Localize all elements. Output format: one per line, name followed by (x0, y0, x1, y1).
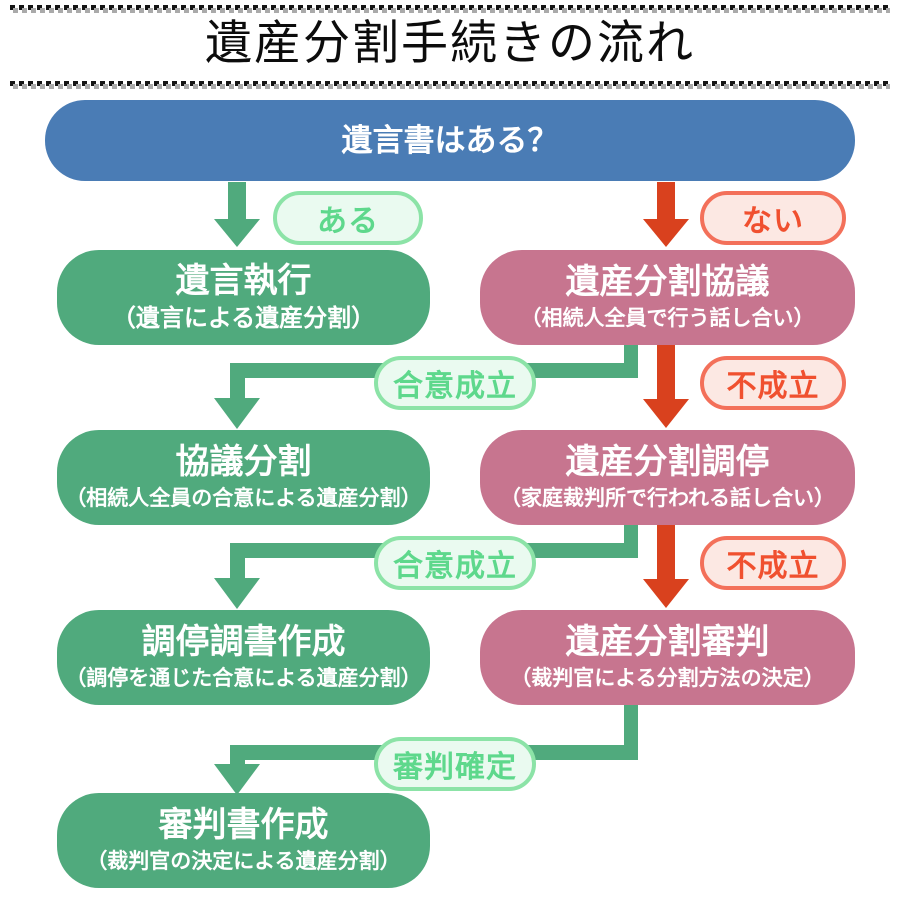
elbow-stub-line (624, 705, 638, 753)
node-discussion-division: 協議分割 （相続人全員の合意による遺産分割） (57, 430, 430, 525)
node-subtitle: （調停を通じた合意による遺産分割） (65, 667, 422, 691)
node-judgment-document: 審判書作成 （裁判官の決定による遺産分割） (57, 793, 430, 888)
node-subtitle: （相続人全員の合意による遺産分割） (65, 487, 422, 511)
arrowhead-green-icon (214, 764, 260, 795)
node-division-discussion: 遺産分割協議 （相続人全員で行う話し合い） (480, 250, 855, 345)
node-will-execution: 遺言執行 （遺言による遺産分割） (57, 250, 430, 345)
node-mediation-record: 調停調書作成 （調停を通じた合意による遺産分割） (57, 610, 430, 705)
pill-has-will-label: ある (317, 205, 379, 238)
elbow-vertical-line (230, 363, 245, 401)
node-title: 遺産分割調停 (565, 443, 770, 482)
node-division-mediation: 遺産分割調停 （家庭裁判所で行われる話し合い） (480, 430, 855, 525)
pill-judgment-final: 審判確定 (374, 737, 536, 791)
node-title: 協議分割 (175, 443, 312, 482)
node-division-judgment: 遺産分割審判 （裁判官による分割方法の決定） (480, 610, 855, 705)
pill-no-will: ない (700, 191, 846, 245)
pill-agreement-2-label: 合意成立 (393, 550, 517, 583)
node-question: 遺言書はある？ (45, 100, 855, 181)
node-title: 遺言執行 (175, 261, 312, 300)
node-subtitle: （遺言による遺産分割） (111, 305, 376, 333)
node-title: 審判書作成 (158, 806, 329, 845)
pill-agreement-2: 合意成立 (374, 536, 536, 590)
pill-no-agreement-1-label: 不成立 (726, 370, 820, 403)
pill-no-agreement-1: 不成立 (700, 356, 846, 410)
dotted-border-top (10, 5, 890, 13)
down-arrow-green-icon (214, 182, 260, 247)
pill-agreement-1-label: 合意成立 (393, 370, 517, 403)
pill-no-will-label: ない (742, 205, 804, 238)
node-title: 調停調書作成 (141, 623, 346, 662)
pill-no-agreement-2-label: 不成立 (726, 550, 820, 583)
node-subtitle: （裁判官の決定による遺産分割） (86, 850, 401, 874)
elbow-vertical-line (230, 745, 245, 767)
pill-agreement-1: 合意成立 (374, 356, 536, 410)
elbow-vertical-line (230, 543, 245, 581)
dotted-border-bottom (10, 81, 890, 89)
down-arrow-red-icon (643, 182, 689, 247)
node-title: 遺産分割協議 (565, 263, 770, 302)
arrowhead-green-icon (214, 398, 260, 429)
node-title: 遺産分割審判 (565, 623, 770, 662)
page-title: 遺産分割手続きの流れ (205, 16, 695, 71)
node-subtitle: （相続人全員で行う話し合い） (520, 307, 815, 331)
down-arrow-red-icon (643, 525, 689, 608)
arrowhead-green-icon (214, 578, 260, 609)
node-subtitle: （家庭裁判所で行われる話し合い） (500, 487, 835, 511)
down-arrow-red-icon (643, 345, 689, 428)
pill-no-agreement-2: 不成立 (700, 536, 846, 590)
node-subtitle: （裁判官による分割方法の決定） (510, 667, 825, 691)
node-question-label: 遺言書はある？ (341, 122, 559, 158)
pill-judgment-final-label: 審判確定 (393, 751, 517, 784)
pill-has-will: ある (273, 191, 423, 245)
